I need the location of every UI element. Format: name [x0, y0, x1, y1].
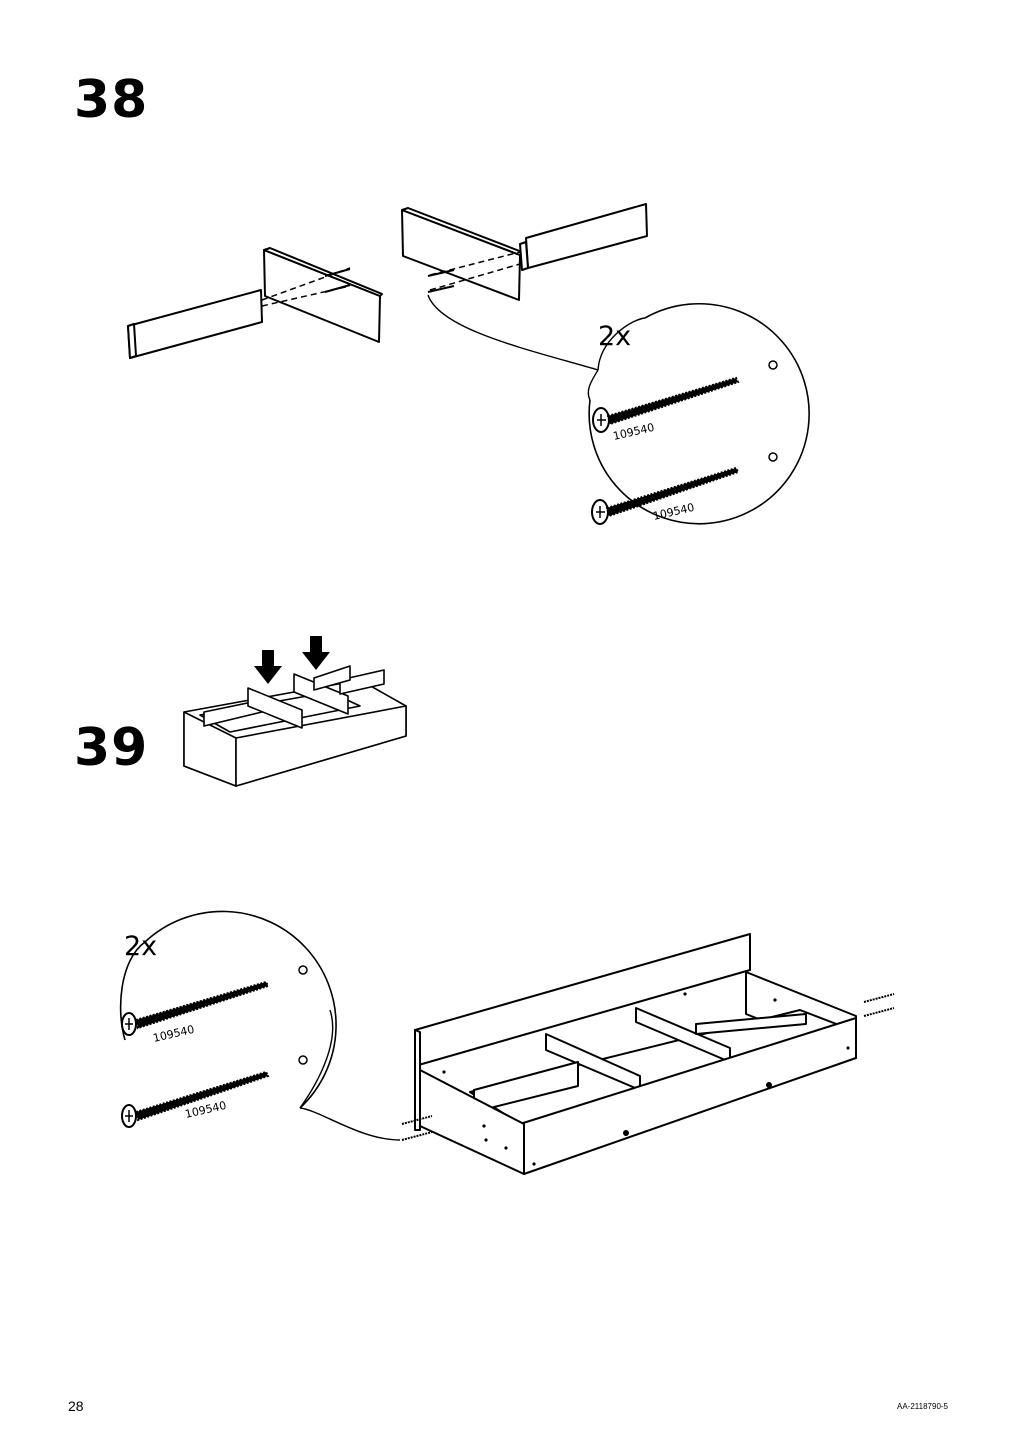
- step-39-number: 39: [74, 718, 149, 778]
- down-arrow-icon: [302, 636, 330, 670]
- down-arrow-icon: [254, 650, 282, 684]
- small-screws: [324, 268, 455, 293]
- right-rail-board: [519, 203, 648, 271]
- panel-holes: [442, 992, 850, 1166]
- small-screws: [401, 993, 895, 1141]
- screw-icon: [591, 452, 778, 525]
- step-38-number: 38: [74, 70, 149, 130]
- document-code: AA-2118790-5: [897, 1402, 948, 1411]
- screw-detail-callout: 2x 109540 109540: [119, 910, 401, 1141]
- screw-icon: [121, 965, 308, 1036]
- left-rail-board: [127, 289, 263, 359]
- screw-icon: [592, 360, 778, 433]
- step-38-quantity: 2x: [598, 321, 631, 352]
- step-39-quantity: 2x: [124, 931, 157, 962]
- step-39-part-number-1: 109540: [152, 1023, 196, 1045]
- left-end-panel: [263, 247, 383, 343]
- page-number: 28: [68, 1398, 84, 1414]
- screw-icon: [121, 1055, 308, 1128]
- drawer-frame: [414, 933, 857, 1175]
